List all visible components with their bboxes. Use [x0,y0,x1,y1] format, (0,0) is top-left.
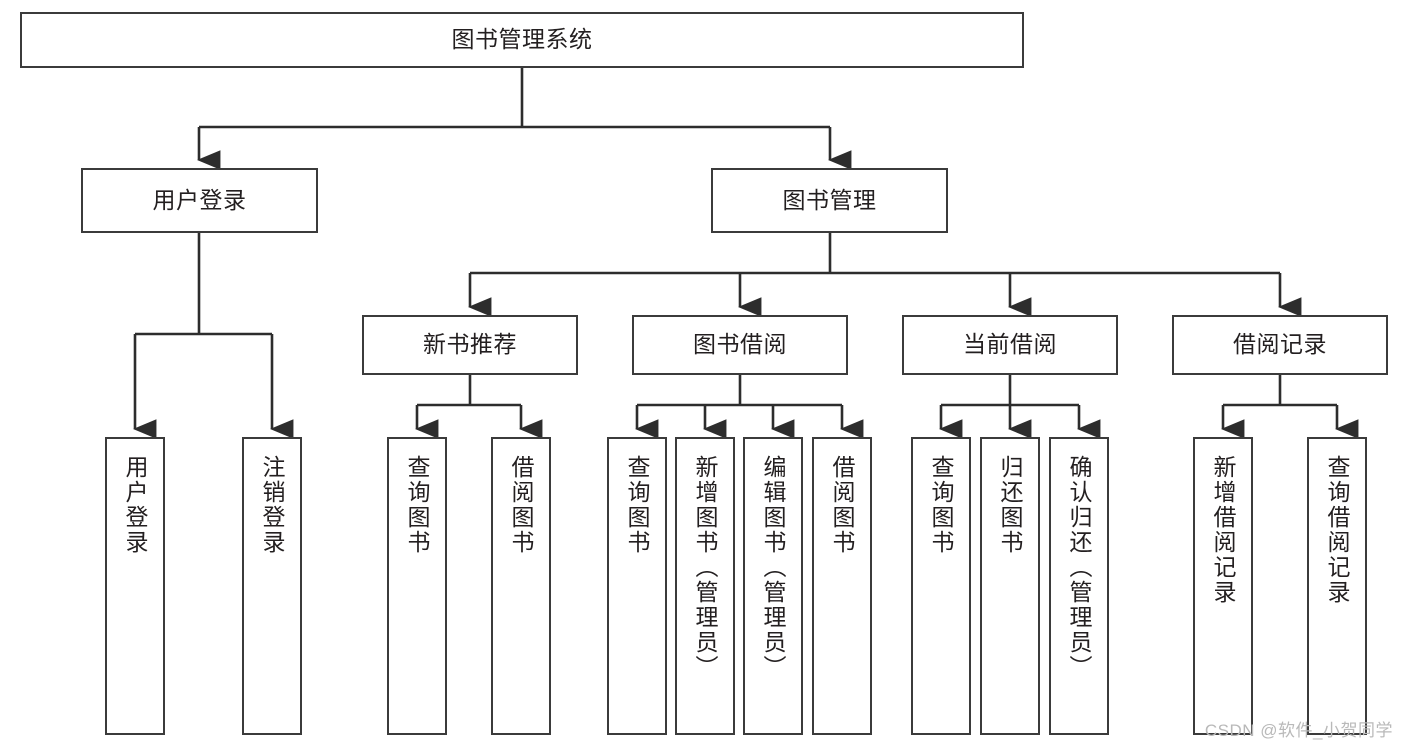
node-label: 借阅图书 [829,455,856,555]
leaf-query-book-current[interactable]: 查询图书 [911,437,971,735]
node-label: 归还图书 [997,455,1024,555]
node-label: 新增借阅记录 [1210,455,1237,605]
node-user-login[interactable]: 用户登录 [81,168,318,233]
leaf-edit-book-admin[interactable]: 编辑图书（管理员） [743,437,803,735]
node-label: 借阅记录 [1233,331,1327,358]
leaf-query-book-borrow[interactable]: 查询图书 [607,437,667,735]
node-label: 借阅图书 [508,455,535,555]
leaf-confirm-return-admin[interactable]: 确认归还（管理员） [1049,437,1109,735]
watermark-text: CSDN @软件_小贺同学 [1204,721,1393,740]
leaf-add-borrow-record[interactable]: 新增借阅记录 [1193,437,1253,735]
node-label: 图书管理 [782,186,877,213]
leaf-query-book-recommend[interactable]: 查询图书 [387,437,447,735]
leaf-user-login[interactable]: 用户登录 [105,437,165,735]
node-label: 查询借阅记录 [1324,455,1351,605]
node-label: 查询图书 [928,455,955,555]
node-new-book-recommendation[interactable]: 新书推荐 [362,315,578,375]
leaf-borrow-book[interactable]: 借阅图书 [812,437,872,735]
node-book-borrowing[interactable]: 图书借阅 [632,315,848,375]
leaf-return-book[interactable]: 归还图书 [980,437,1040,735]
node-label: 用户登录 [152,186,247,213]
node-current-borrowing[interactable]: 当前借阅 [902,315,1118,375]
node-label: 当前借阅 [963,331,1057,358]
node-label: 图书管理系统 [451,26,593,53]
node-label: 确认归还（管理员） [1066,455,1093,680]
node-book-management[interactable]: 图书管理 [711,168,948,233]
leaf-logout[interactable]: 注销登录 [242,437,302,735]
node-label: 查询图书 [624,455,651,555]
leaf-add-book-admin[interactable]: 新增图书（管理员） [675,437,735,735]
node-label: 图书借阅 [693,331,787,358]
node-label: 查询图书 [404,455,431,555]
leaf-query-borrow-record[interactable]: 查询借阅记录 [1307,437,1367,735]
node-borrowing-record[interactable]: 借阅记录 [1172,315,1388,375]
node-label: 用户登录 [122,455,149,555]
node-label: 新增图书（管理员） [692,455,719,680]
node-root-book-management-system[interactable]: 图书管理系统 [20,12,1024,68]
node-label: 编辑图书（管理员） [760,455,787,680]
node-label: 注销登录 [259,455,286,555]
node-label: 新书推荐 [423,331,517,358]
leaf-borrow-book-recommend[interactable]: 借阅图书 [491,437,551,735]
